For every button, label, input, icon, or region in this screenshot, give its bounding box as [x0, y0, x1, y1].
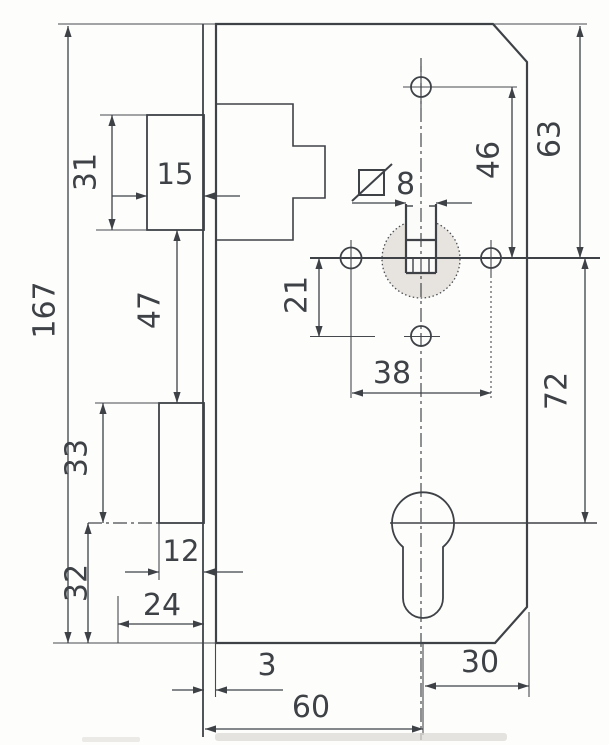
dim-bolt-height: 33	[60, 402, 159, 523]
dim-latch-width: 15	[112, 157, 240, 200]
dim-label-60: 60	[292, 690, 330, 725]
dim-label-63: 63	[533, 120, 568, 158]
dim-below-axis: 32	[60, 523, 95, 643]
screw-hole-left	[339, 240, 363, 398]
dim-spindle-square: 8	[351, 163, 472, 207]
dim-label-24: 24	[143, 588, 181, 623]
dim-label-47: 47	[133, 291, 168, 329]
dim-label-72: 72	[540, 372, 575, 410]
dim-label-15: 15	[157, 157, 194, 191]
dim-label-12: 12	[163, 534, 200, 568]
dead-bolt	[158, 402, 205, 524]
scan-artifact	[215, 733, 507, 741]
dim-latch-height: 31	[69, 114, 147, 231]
latch-chamber-outline	[216, 103, 326, 241]
dim-axis-to-cylinder: 72	[540, 258, 589, 523]
dim-axis-to-lower-hole: 21	[280, 258, 323, 337]
dim-label-3: 3	[257, 648, 276, 683]
dim-label-30: 30	[461, 645, 499, 680]
square-section-icon	[351, 163, 393, 202]
dim-upper-hole-to-axis: 46	[472, 87, 516, 258]
dim-label-21: 21	[280, 276, 315, 314]
dim-bolt-total: 24	[117, 588, 204, 643]
faceplate	[202, 24, 217, 737]
dim-label-33: 33	[60, 439, 95, 477]
latch-bolt	[146, 114, 205, 231]
screw-hole-right	[480, 240, 502, 398]
dim-label-32: 32	[60, 564, 95, 602]
screw-hole-bottom	[310, 325, 440, 347]
dim-faceplate-thickness: 3	[172, 648, 283, 694]
dim-label-31: 31	[69, 153, 104, 191]
screw-hole-top	[403, 66, 517, 108]
dim-overall-height: 167	[28, 26, 72, 643]
dim-label-167: 167	[28, 281, 63, 338]
dim-top-to-axis: 63	[533, 26, 584, 258]
dim-latch-to-bolt: 47	[133, 230, 181, 403]
dim-hole-spacing: 38	[352, 356, 491, 397]
dim-label-46: 46	[472, 141, 507, 179]
dim-backset: 60	[205, 643, 424, 735]
dim-behind-axis: 30	[425, 612, 530, 697]
dim-label-8: 8	[396, 167, 415, 202]
dim-bolt-throw: 12	[125, 523, 243, 580]
dim-label-38: 38	[373, 356, 411, 391]
scan-artifact-small	[82, 737, 140, 742]
